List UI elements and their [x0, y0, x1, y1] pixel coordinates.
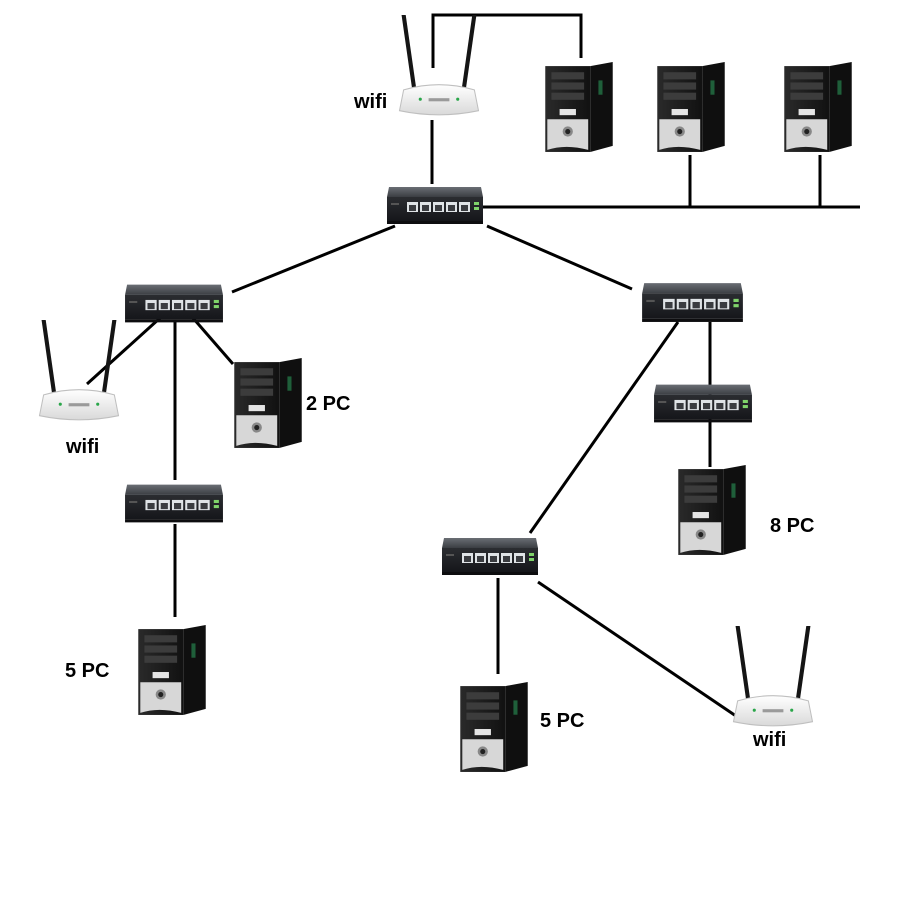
link-center-switch-to-router	[537, 580, 737, 718]
connections	[85, 13, 860, 718]
link-left-switch-to-pc	[191, 317, 235, 365]
label-left-bottom-pcs: 5 PC	[65, 660, 109, 682]
link-core-to-left-switch	[231, 224, 396, 294]
label-left-group-pcs: 2 PC	[306, 393, 350, 415]
pc-top-3-icon	[784, 62, 852, 152]
link-right-switch-to-center-switch	[528, 321, 680, 534]
pc-top-1-icon	[545, 62, 613, 152]
switch-core-icon	[387, 187, 483, 224]
pc-left-bottom-icon	[138, 625, 206, 715]
label-center-bottom-pcs: 5 PC	[540, 710, 584, 732]
label-right-group-pcs: 8 PC	[770, 515, 814, 537]
link-core-to-right-switch	[486, 224, 633, 291]
label-top-wifi: wifi	[353, 91, 387, 113]
pc-right-group-icon	[678, 465, 746, 555]
switch-right-icon	[642, 283, 743, 322]
label-bottom-right-wifi: wifi	[752, 729, 786, 751]
switch-left-lower-icon	[125, 484, 223, 523]
router-left-icon	[38, 320, 120, 421]
link-left-switch-to-left-router	[85, 316, 162, 386]
router-top-icon	[398, 15, 480, 116]
pc-top-2-icon	[657, 62, 725, 152]
pc-left-group-icon	[234, 358, 302, 448]
label-left-wifi: wifi	[65, 436, 99, 458]
link-top-router-to-pc	[431, 13, 583, 68]
router-bottom-right-icon	[732, 626, 814, 727]
switch-center-icon	[442, 538, 538, 575]
switch-left-icon	[125, 284, 223, 323]
pc-center-bottom-icon	[460, 682, 528, 772]
switch-right-lower-icon	[654, 384, 752, 423]
